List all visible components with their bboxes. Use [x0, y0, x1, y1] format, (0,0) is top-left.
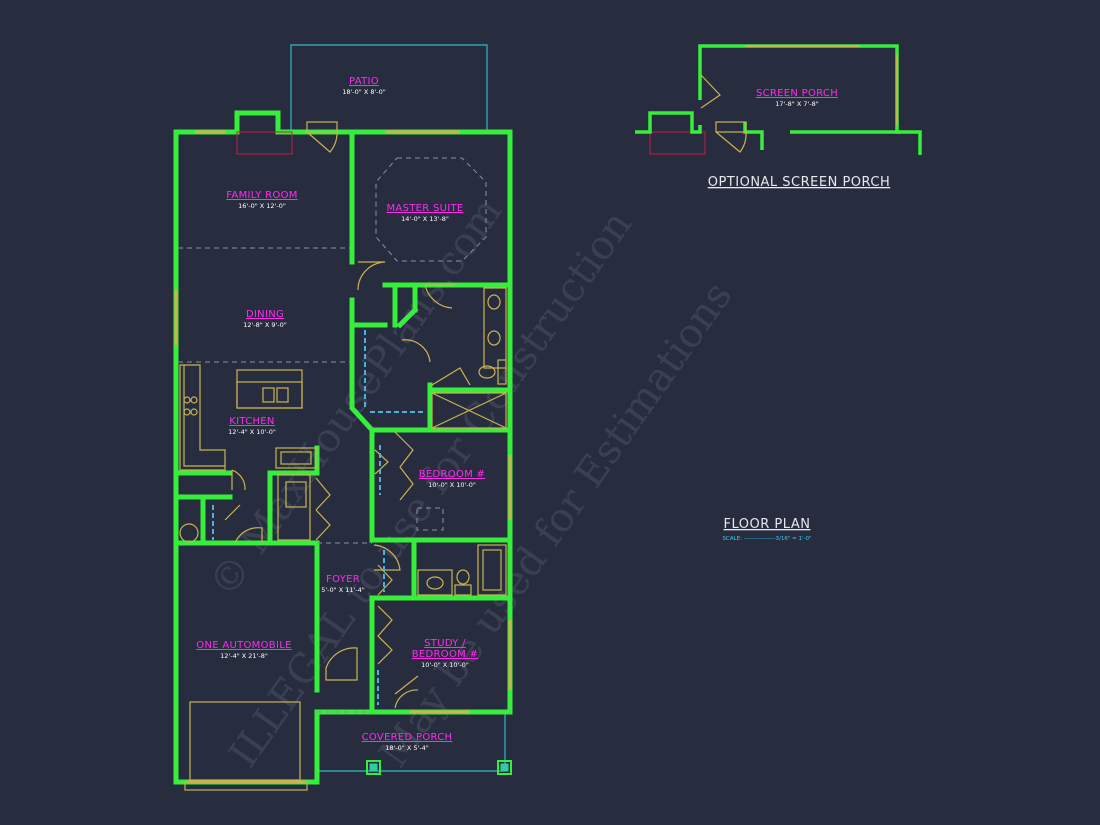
dining-dim: 12'-8" X 9'-0"	[243, 321, 287, 329]
patio-dim: 18'-0" X 8'-0"	[342, 88, 386, 96]
bedroom-ceiling-fixture	[416, 507, 444, 531]
foyer-label: FOYER	[326, 574, 360, 585]
dashed-separators	[178, 247, 372, 713]
family-room-dim: 16'-0" X 12'-0"	[238, 202, 286, 210]
garage-label: ONE AUTOMOBILE	[196, 640, 291, 651]
fireplace	[236, 131, 293, 155]
closet-rods	[212, 330, 425, 705]
patio-label: PATIO	[349, 76, 379, 87]
titles: OPTIONAL SCREEN PORCH FLOOR PLAN SCALE: …	[708, 175, 891, 542]
windows	[174, 130, 512, 714]
garage-dim: 12'-4" X 21'-8"	[220, 652, 268, 660]
exterior-walls	[173, 110, 513, 785]
covered-porch-dim: 18'-0" X 5'-4"	[385, 744, 429, 752]
hall-bath-fixtures	[417, 544, 507, 596]
covered-porch-label: COVERED PORCH	[362, 732, 453, 743]
kitchen-cabinets	[179, 364, 317, 541]
bedroom2-dim: 10'-0" X 10'-0"	[428, 481, 476, 489]
porch-column-left	[366, 760, 381, 775]
dining-label: DINING	[246, 309, 284, 320]
patio-outline	[290, 44, 488, 130]
interior-doors	[224, 261, 455, 709]
master-bath-fixtures	[431, 287, 507, 429]
porch-fireplace	[649, 131, 706, 155]
scale-note: SCALE: ----------------3/16" = 1'-0"	[723, 536, 812, 542]
kitchen-label: KITCHEN	[229, 416, 274, 427]
master-suite-dim: 14'-0" X 13'-8"	[401, 215, 449, 223]
kitchen-dim: 12'-4" X 10'-0"	[228, 428, 276, 436]
rear-door	[306, 121, 338, 153]
floor-plan-title: FLOOR PLAN	[724, 517, 811, 532]
study-label-line1: STUDY /	[424, 638, 466, 649]
screen-porch-dim: 17'-8" X 7'-8"	[775, 100, 819, 108]
screen-porch	[635, 44, 922, 155]
family-room-label: FAMILY ROOM	[226, 190, 297, 201]
optional-screen-porch-title: OPTIONAL SCREEN PORCH	[708, 175, 891, 190]
screen-porch-label: SCREEN PORCH	[756, 88, 838, 99]
foyer-dim: 5'-0" X 11'-4"	[321, 586, 365, 594]
porch-column-right	[497, 760, 512, 775]
room-labels: PATIO 18'-0" X 8'-0" FAMILY ROOM 16'-0" …	[196, 76, 838, 752]
garage-fixtures	[179, 523, 308, 791]
master-tray-ceiling	[375, 157, 487, 262]
study-dim: 10'-0" X 10'-0"	[421, 661, 469, 669]
bedroom2-label: BEDROOM #	[419, 469, 485, 480]
master-suite-label: MASTER SUITE	[386, 203, 463, 214]
study-label-line2: BEDROOM #	[412, 649, 478, 660]
